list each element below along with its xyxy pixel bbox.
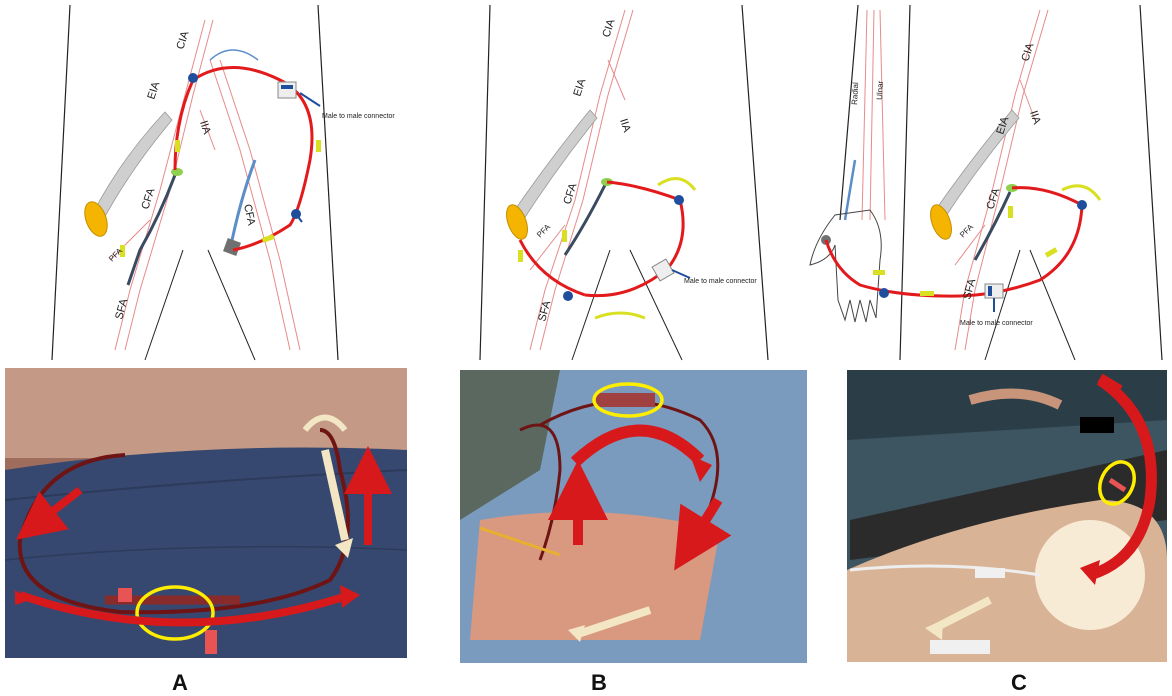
connector-note-b: Male to male connector <box>684 278 757 285</box>
label-ulnar-c: Ulnar <box>875 80 885 100</box>
label-pfa-c: PFA <box>958 222 976 240</box>
label-cfa-c: CFA <box>984 186 1002 211</box>
label-sfa-a: SFA <box>113 297 130 321</box>
panel-letter-a: A <box>172 670 188 695</box>
panel-c-diagram: Radial Ulnar CIA EIA IIA CFA PFA SFA Mal… <box>810 5 1162 360</box>
label-sfa-b: SFA <box>536 299 553 323</box>
photo-a <box>5 368 407 658</box>
label-cia-c: CIA <box>1019 41 1036 63</box>
label-cia-a: CIA <box>174 29 191 51</box>
label-iia-a: IIA <box>197 119 213 136</box>
label-radial-c: Radial <box>850 82 860 105</box>
label-sfa-c: SFA <box>961 277 978 301</box>
label-iia-b: IIA <box>617 117 633 134</box>
panel-b-diagram: CIA EIA IIA CFA PFA SFA Male to male con… <box>480 5 768 360</box>
label-eia-a: EIA <box>145 80 162 101</box>
label-cia-b: CIA <box>600 17 617 39</box>
label-eia-b: EIA <box>571 77 588 98</box>
connector-note-c: Male to male connector <box>960 320 1033 327</box>
label-iia-c: IIA <box>1027 109 1043 126</box>
panel-letter-b: B <box>591 670 607 695</box>
panel-a-diagram: CIA EIA IIA CFA CFA PFA SFA Male to male… <box>52 5 395 360</box>
panel-letter-c: C <box>1011 670 1027 695</box>
label-cfa-a-right: CFA <box>241 203 257 227</box>
connector-note-a: Male to male connector <box>322 113 395 120</box>
photo-c <box>847 370 1167 662</box>
photo-b <box>460 370 807 663</box>
label-pfa-b: PFA <box>535 222 553 240</box>
